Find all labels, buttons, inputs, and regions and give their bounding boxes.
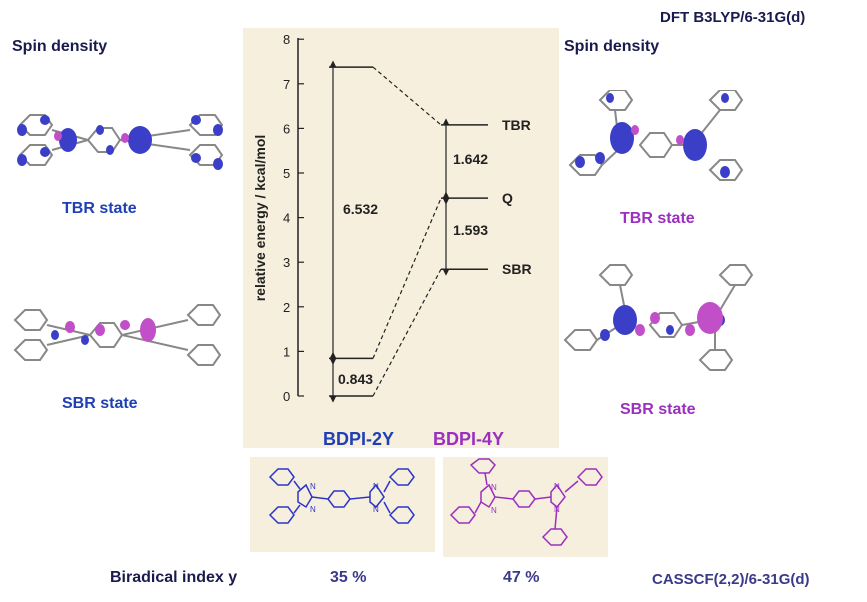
biradical-value-2y: 35 % [330, 569, 367, 586]
gap-label-1593: 1.593 [453, 222, 488, 238]
y-tick-label: 7 [283, 77, 290, 92]
casscf-method-label: CASSCF(2,2)/6-31G(d) [652, 571, 810, 588]
y-tick-label: 5 [283, 166, 290, 181]
biradical-value-4y: 47 % [503, 569, 540, 586]
tbr-state-right-label: TBR state [620, 210, 695, 227]
energy-diagram-panel: 0 1 2 3 4 5 6 7 8 relative energy / kcal/mol 6.5… [243, 28, 559, 448]
tbr-spin-density-4y-image [568, 90, 744, 181]
y-tick-label: 6 [283, 121, 290, 136]
y-axis-title: relative energy / kcal/mol [252, 135, 268, 302]
y-tick-label: 1 [283, 344, 290, 359]
structure-bdpi-2y: N N N N [268, 468, 415, 524]
structure-bdpi-4y-bg: N N N N [443, 457, 608, 557]
level-label-sbr: SBR [502, 261, 532, 277]
svg-text:N: N [310, 482, 316, 491]
tbr-spin-density-2y-image [17, 114, 224, 170]
svg-text:N: N [554, 505, 560, 514]
y-tick-label: 0 [283, 389, 290, 404]
sbr-state-left-label: SBR state [62, 395, 138, 412]
dft-method-label: DFT B3LYP/6-31G(d) [660, 9, 806, 26]
svg-text:N: N [491, 483, 497, 492]
level-label-q: Q [502, 190, 513, 206]
svg-text:N: N [373, 505, 379, 514]
level-label-tbr: TBR [502, 117, 531, 133]
sbr-state-right-label: SBR state [620, 401, 696, 418]
svg-text:N: N [310, 505, 316, 514]
spin-density-left-label: Spin density [12, 38, 108, 55]
sbr-spin-density-4y-image [563, 264, 754, 371]
svg-text:N: N [554, 482, 560, 491]
biradical-index-label: Biradical index y [110, 569, 238, 586]
structure-bdpi-2y-bg: N N N N [250, 457, 435, 552]
compound-label-4y: BDPI-4Y [433, 429, 504, 448]
gap-label-1642: 1.642 [453, 151, 488, 167]
y-tick-label: 8 [283, 32, 290, 47]
gap-label-0843: 0.843 [338, 371, 373, 387]
y-tick-label: 3 [283, 255, 290, 270]
correlation-q [372, 197, 442, 359]
sbr-spin-density-2y-image [13, 304, 222, 366]
correlation-tbr [372, 66, 442, 126]
correlation-sbr [372, 268, 442, 397]
structure-bdpi-4y: N N N N [449, 458, 603, 546]
gap-label-6532: 6.532 [343, 201, 378, 217]
y-tick-label: 2 [283, 300, 290, 315]
energy-diagram: 0 1 2 3 4 5 6 7 8 relative energy / kcal/mol 6.5… [252, 32, 532, 448]
tbr-state-left-label: TBR state [62, 200, 137, 217]
svg-text:N: N [491, 506, 497, 515]
spin-density-right-label: Spin density [564, 38, 660, 55]
compound-label-2y: BDPI-2Y [323, 429, 394, 448]
svg-text:N: N [373, 482, 379, 491]
y-tick-label: 4 [283, 211, 290, 226]
